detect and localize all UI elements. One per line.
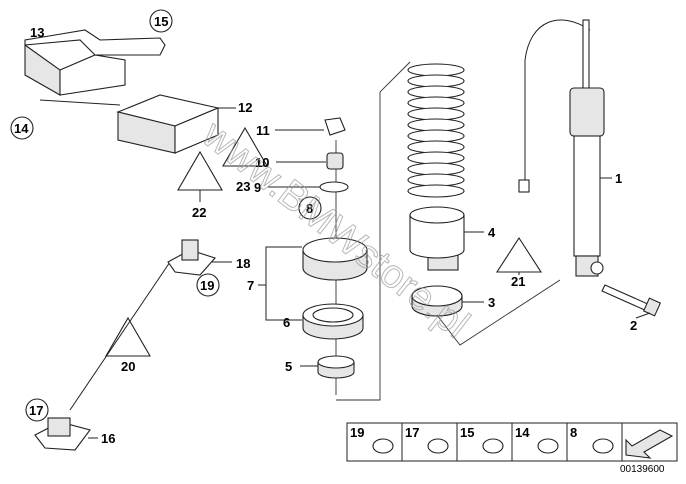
legend-label: 14 (515, 425, 530, 440)
circle-17 (25, 398, 49, 422)
sensor-cable (524, 19, 591, 180)
label-8: 8 (306, 201, 313, 216)
bolt-part-2[interactable] (601, 284, 662, 319)
fastener-icon (537, 438, 559, 454)
circle-8 (298, 196, 322, 220)
shock-absorber-part-1[interactable] (569, 19, 612, 277)
clip-part-11[interactable] (275, 117, 346, 136)
spring-coil (407, 74, 465, 88)
spring-coil (407, 173, 465, 187)
label-3: 3 (488, 295, 495, 310)
fastener-icon (592, 438, 614, 454)
label-12: 12 (238, 100, 252, 115)
spring-coil (407, 162, 465, 176)
label-13: 13 (30, 25, 44, 40)
fastener-icon (372, 438, 394, 454)
fastener-icon (482, 438, 504, 454)
label-10: 10 (255, 155, 269, 170)
legend-label: 17 (405, 425, 419, 440)
label-7: 7 (247, 278, 254, 293)
fastener-legend: 19 17 15 14 8 00139600 (346, 422, 678, 475)
label-19: 19 (200, 278, 214, 293)
sensor-part-16[interactable] (34, 417, 98, 451)
label-17: 17 (29, 403, 43, 418)
spring-pad-part-6[interactable] (302, 303, 364, 340)
legend-cell (566, 422, 623, 462)
label-11: 11 (256, 123, 270, 138)
label-6: 6 (283, 315, 290, 330)
legend-label: 8 (570, 425, 577, 440)
spring-coil (407, 140, 465, 154)
cable-connector[interactable] (518, 179, 530, 193)
label-18: 18 (236, 256, 250, 271)
label-2: 2 (630, 318, 637, 333)
legend-label: 15 (460, 425, 474, 440)
circle-19 (196, 273, 220, 297)
washer-part-9[interactable] (268, 181, 349, 193)
label-23: 23 (236, 179, 250, 194)
warning-label-22[interactable] (177, 150, 223, 202)
label-9: 9 (254, 180, 261, 195)
label-4: 4 (488, 225, 496, 240)
warning-label-23[interactable] (222, 126, 268, 167)
label-14: 14 (14, 121, 29, 136)
bump-stop-part-4[interactable] (409, 206, 484, 271)
label-5: 5 (285, 359, 292, 374)
warning-label-20[interactable] (69, 261, 171, 411)
spring-coil (407, 184, 465, 198)
spring-coil (407, 151, 465, 165)
cap-part-5[interactable] (300, 355, 355, 379)
nut-part-10[interactable] (276, 152, 344, 170)
label-20: 20 (121, 359, 135, 374)
spring-coil (407, 85, 465, 99)
label-1: 1 (615, 171, 622, 186)
spring-coil (407, 96, 465, 110)
label-22: 22 (192, 205, 206, 220)
coil-spring[interactable] (336, 61, 465, 401)
diagram-code: 00139600 (620, 464, 665, 475)
spring-coil (407, 63, 465, 77)
arrow-icon (625, 429, 674, 459)
circle-14 (10, 116, 34, 140)
protective-ring-part-3[interactable] (411, 279, 561, 346)
label-16: 16 (101, 431, 115, 446)
bracket-part-13[interactable] (24, 29, 166, 106)
control-unit-part-12[interactable] (116, 94, 236, 154)
sensor-part-18[interactable] (167, 239, 232, 276)
spring-coil (407, 129, 465, 143)
fastener-icon (427, 438, 449, 454)
circle-15 (149, 9, 173, 33)
warning-label-21[interactable] (495, 236, 543, 275)
label-15: 15 (154, 14, 168, 29)
spring-coil (407, 107, 465, 121)
spring-coil (407, 118, 465, 132)
support-bearing-part-7[interactable] (258, 237, 368, 321)
legend-label: 19 (350, 425, 364, 440)
label-21: 21 (511, 274, 525, 289)
